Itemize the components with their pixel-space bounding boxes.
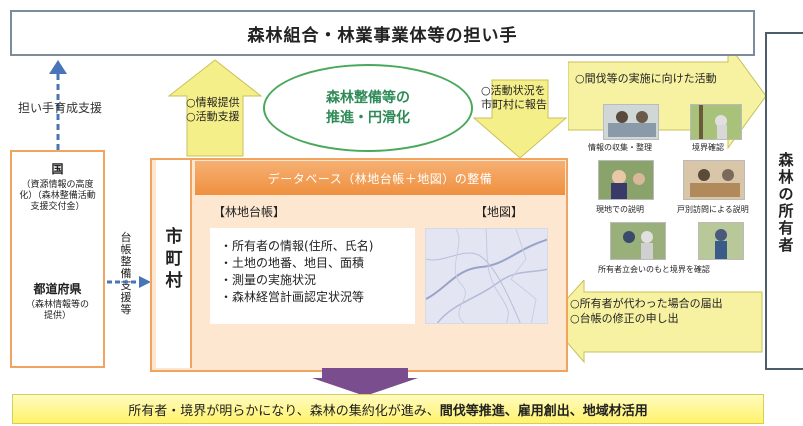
return-notes: ○所有者が代わった場合の届出 ○台帳の修正の申し出 (570, 296, 723, 326)
outcome-bar: 所有者・境界が明らかになり、森林の集約化が進み、間伐等推進、雇用創出、地域材活用 (12, 394, 764, 424)
info-provision-text: ○情報提供 ○活動支援 (186, 96, 240, 123)
ledger-support-arrow (107, 276, 151, 288)
database-bar-text: データベース（林地台帳＋地図）の整備 (267, 171, 493, 186)
municipality-label: 市町村 (165, 227, 183, 291)
ellipse-line1: 森林整備等の (326, 90, 410, 106)
forestry-workers-banner-text: 森林組合・林業事業体等の担い手 (247, 25, 518, 46)
forest-map-image (425, 228, 548, 324)
ledger-title: 【林地台帳】 (213, 205, 286, 219)
caption-info-gathering: 情報の収集・整理 (588, 143, 652, 152)
photo-owner-witness-left (610, 222, 666, 260)
outcome-text-part2: 間伐等推進、雇用創出、地域材活用 (439, 403, 648, 419)
caption-onsite-explanation: 現地での説明 (596, 205, 644, 214)
forestry-workers-banner: 森林組合・林業事業体等の担い手 (10, 10, 755, 56)
return-note-ledger-correction: ○台帳の修正の申し出 (570, 312, 679, 325)
caption-home-visit: 戸別訪問による説明 (677, 205, 749, 214)
ledger-item-list: 所有者の情報(住所、氏名) 土地の地番、地目、面積 測量の実施状況 森林経営計画… (210, 228, 415, 324)
ledger-support-label: 台帳整備支援等 (120, 231, 132, 316)
ellipse-line2: 推進・円滑化 (326, 110, 410, 126)
map-lines-graphic (426, 229, 547, 323)
photo-boundary-check (690, 104, 742, 140)
ledger-item: 森林経営計画認定状況等 (220, 289, 405, 306)
report-text: ○活動状況を 市町村に報告 (481, 84, 547, 111)
municipality-label-box: 市町村 (156, 160, 192, 368)
report-down-arrow (472, 79, 568, 159)
worker-training-support-label: 担い手育成支援 (18, 101, 103, 115)
activity-panel-title: ○間伐等の実施に向けた活動 (575, 72, 717, 85)
national-note: （資源情報の高度化）（森林整備活動支援交付金） (19, 180, 96, 212)
caption-owner-witness: 所有者立会いのもと境界を確認 (598, 265, 710, 274)
map-title: 【地図】 (475, 205, 524, 219)
photo-home-visit (683, 160, 745, 200)
return-note-owner-change: ○所有者が代わった場合の届出 (570, 297, 723, 310)
prefecture-note: （森林情報等の提供） (25, 300, 89, 321)
database-bar: データベース（林地台帳＋地図）の整備 (195, 161, 565, 195)
ledger-item: 所有者の情報(住所、氏名) (220, 238, 405, 255)
photo-owner-witness-right (698, 222, 744, 260)
prefecture-title: 都道府県 (33, 282, 82, 296)
national-prefecture-box: 国 （資源情報の高度化）（森林整備活動支援交付金） 都道府県 （森林情報等の提供… (10, 150, 105, 368)
caption-boundary-check: 境界確認 (692, 143, 724, 152)
info-provision-arrow (167, 59, 263, 157)
return-arrow-shape (548, 280, 763, 364)
photo-info-gathering (603, 104, 659, 140)
ledger-item: 土地の地番、地目、面積 (220, 255, 405, 272)
forest-owners-label: 森林の所有者 (778, 151, 794, 254)
forest-maintenance-ellipse: 森林整備等の 推進・円滑化 (263, 64, 473, 152)
dashed-up-arrow (49, 60, 67, 150)
national-title: 国 (51, 162, 64, 176)
ledger-item: 測量の実施状況 (220, 272, 405, 289)
photo-onsite-explanation (598, 160, 654, 200)
result-down-arrow (312, 368, 418, 396)
forest-owners-box: 森林の所有者 (765, 32, 803, 370)
outcome-text-part1: 所有者・境界が明らかになり、森林の集約化が進み、 (128, 403, 440, 419)
